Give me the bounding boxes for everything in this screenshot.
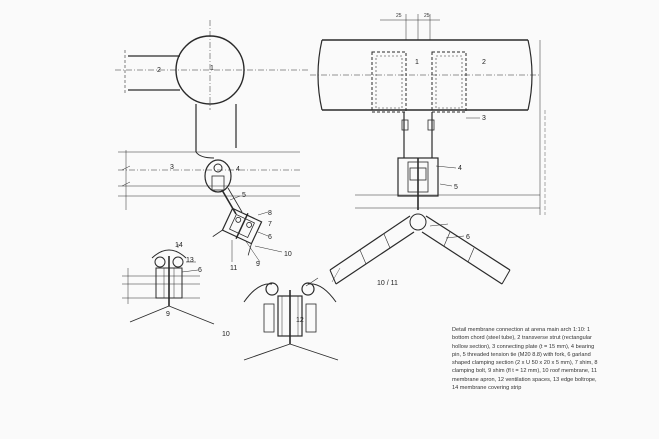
- label-4b: 4: [458, 165, 462, 172]
- label-6c: 6: [198, 267, 202, 274]
- edge-detail-1: [122, 244, 215, 325]
- label-4a: 4: [236, 166, 240, 173]
- label-9c: 9: [166, 311, 170, 318]
- boltrope-left: [154, 256, 166, 268]
- section-view: [115, 20, 310, 263]
- label-14: 14: [175, 242, 183, 249]
- label-2b: 2: [482, 59, 486, 66]
- label-13: 13: [186, 257, 194, 264]
- label-6a: 6: [268, 234, 272, 241]
- strut-outline-left: [371, 51, 407, 113]
- tension-tie: [221, 189, 237, 215]
- bearing-pin: [204, 159, 232, 193]
- figure-caption: Detail membrane connection at arena main…: [452, 327, 598, 392]
- boltrope-detail: [265, 282, 279, 296]
- label-10a: 10: [284, 251, 292, 258]
- svg-text:25: 25: [396, 13, 402, 19]
- label-1a: 1: [210, 65, 214, 72]
- label-5b: 5: [454, 184, 458, 191]
- label-6b: 6: [466, 234, 470, 241]
- elevation-view: 25 25: [305, 13, 546, 287]
- label-10c: 10: [222, 331, 230, 338]
- label-9a: 9: [256, 261, 260, 268]
- label-11a: 11: [230, 265, 237, 272]
- label-3b: 3: [482, 115, 486, 122]
- label-8a: 8: [268, 210, 272, 217]
- label-5a: 5: [242, 192, 246, 199]
- svg-text:25: 25: [424, 13, 430, 19]
- label-2a: 2: [157, 67, 161, 74]
- label-7a: 7: [268, 221, 272, 228]
- label-12: 12: [296, 317, 304, 324]
- strut-outline-right: [431, 51, 467, 113]
- membrane-left-arm: [305, 215, 415, 287]
- edge-detail-2: [243, 282, 339, 361]
- membrane-right-arm: [421, 215, 511, 285]
- label-1b: 1: [415, 59, 419, 66]
- label-10-11: 10 / 11: [377, 280, 398, 287]
- label-3a: 3: [170, 164, 174, 171]
